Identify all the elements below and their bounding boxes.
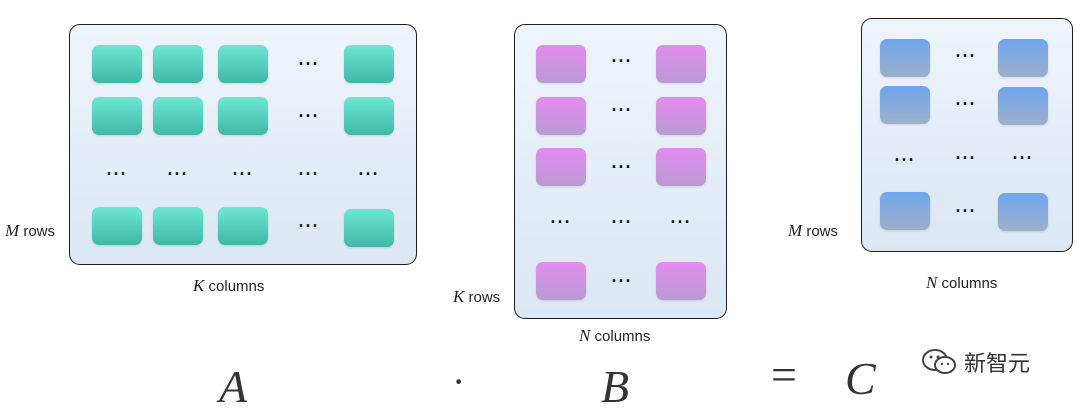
matrix-b-col-label: N columns [579,326,651,345]
matrix-b-cell [656,262,706,300]
matrix-c: ··· ··· ··· ··· ··· ··· [861,18,1073,252]
matrix-c-cell [998,39,1048,77]
matrix-b-row-label: K rows [453,287,501,306]
matrix-a-cell [92,207,142,245]
matrix-c-ellipsis: ··· [1012,148,1034,168]
matrix-a-cell [344,209,394,247]
matrix-c-cell [880,192,930,230]
matrix-c-row-label: M rows [788,221,839,240]
matrix-a-ellipsis: ··· [298,54,320,74]
matrix-a-cell [92,45,142,83]
matrix-a-cell [92,97,142,135]
matrix-a-cell [344,97,394,135]
matrix-a-ellipsis: ··· [298,216,320,236]
matrix-a-cell [344,45,394,83]
matrix-a-cell [218,207,268,245]
equals-operator: = [771,349,797,400]
wechat-icon [922,349,956,374]
symbol-b: B [601,361,630,412]
matrix-b-cell [536,262,586,300]
matrix-b-cell [536,148,586,186]
matrix-a-ellipsis: ··· [232,164,254,184]
matrix-c-col-label: N columns [926,273,998,292]
matrix-b-cell [536,97,586,135]
matrix-b-cell [536,45,586,83]
matrix-c-ellipsis: ··· [955,46,977,66]
matrix-a-cell [218,45,268,83]
matrix-b-cell [656,148,706,186]
matrix-a-cell [153,207,203,245]
symbol-c: C [845,353,876,404]
matrix-a-cell [153,97,203,135]
matrix-a-cell [218,97,268,135]
multiply-operator: · [452,359,466,404]
symbol-a: A [219,361,248,412]
matrix-b-ellipsis: ··· [670,212,692,232]
matrix-b: ··· ··· ··· ··· ··· ··· ··· [514,24,727,319]
matrix-b-ellipsis: ··· [611,51,633,71]
matrix-b-ellipsis: ··· [611,271,633,291]
matrix-a-ellipsis: ··· [298,106,320,126]
matrix-a: ··· ··· ··· ··· ··· ··· ··· ··· [69,24,417,265]
matrix-c-ellipsis: ··· [955,94,977,114]
matrix-c-cell [880,86,930,124]
matrix-c-cell [998,87,1048,125]
matrix-a-row-label: M rows [5,221,56,240]
matrix-a-ellipsis: ··· [358,164,380,184]
matrix-a-ellipsis: ··· [167,164,189,184]
matrix-b-ellipsis: ··· [550,212,572,232]
matrix-c-ellipsis: ··· [955,148,977,168]
matrix-a-ellipsis: ··· [298,164,320,184]
matrix-c-ellipsis: ··· [894,150,916,170]
matrix-b-ellipsis: ··· [611,212,633,232]
watermark: 新智元 [920,346,1030,378]
watermark-text: 新智元 [964,351,1031,376]
matrix-a-cell [153,45,203,83]
matrix-b-ellipsis: ··· [611,100,633,120]
matrix-b-cell [656,97,706,135]
matrix-c-cell [998,193,1048,231]
matrix-c-ellipsis: ··· [955,201,977,221]
matrix-b-cell [656,45,706,83]
matrix-a-ellipsis: ··· [106,164,128,184]
matrix-a-col-label: K columns [193,276,265,295]
matrix-c-cell [880,39,930,77]
matrix-b-ellipsis: ··· [611,157,633,177]
